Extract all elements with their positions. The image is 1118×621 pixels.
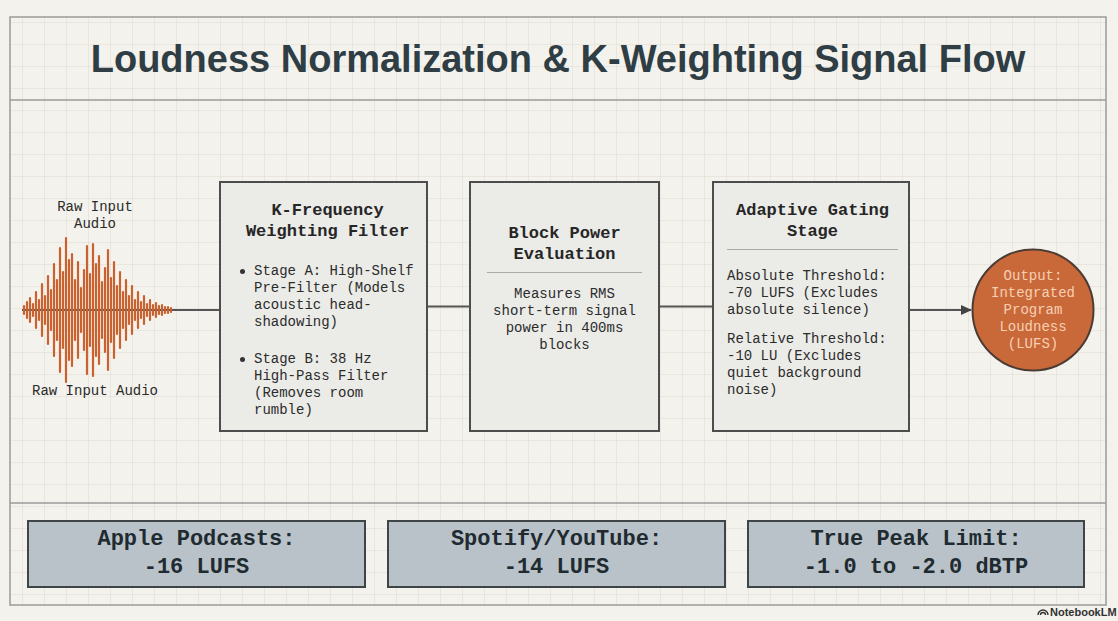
- input-label: Raw Input Audio: [45, 199, 145, 233]
- flow-connector: [910, 309, 971, 311]
- box-heading: Adaptive Gating Stage: [727, 200, 898, 250]
- box-body: Measures RMS short-term signal power in …: [487, 286, 642, 354]
- frame: [10, 17, 1106, 605]
- target-box: Apple Podcasts:-16 LUFS: [27, 520, 366, 588]
- target-text: Apple Podcasts:: [97, 526, 295, 554]
- diagram-title: Loudness Normalization & K-Weighting Sig…: [10, 35, 1106, 83]
- box-body: Relative Threshold: -10 LU (Excludes qui…: [727, 331, 898, 399]
- target-text: True Peak Limit:: [810, 526, 1021, 554]
- target-text: -14 LUFS: [504, 554, 610, 582]
- divider-line: [10, 502, 1106, 504]
- waveform: [24, 238, 171, 382]
- box-body: Absolute Threshold: -70 LUFS (Excludes a…: [727, 268, 898, 319]
- box-heading: Block Power Evaluation: [487, 223, 642, 273]
- watermark-icon: [1038, 610, 1048, 615]
- bullet-dot: [240, 269, 245, 274]
- box-heading: K-Frequency Weighting Filter: [235, 200, 420, 242]
- process-box: Block Power EvaluationMeasures RMS short…: [469, 181, 660, 432]
- flow-connector: [428, 306, 469, 308]
- circle-shape: [973, 250, 1094, 371]
- circle-text: Output: Integrated Program Loudness (LUF…: [985, 268, 1081, 353]
- process-box: Adaptive Gating StageAbsolute Threshold:…: [712, 181, 910, 432]
- target-text: -1.0 to -2.0 dBTP: [804, 554, 1028, 582]
- bullet-dot: [240, 357, 245, 362]
- input-label: Raw Input Audio: [25, 383, 165, 400]
- watermark: NotebookLM: [1050, 606, 1116, 619]
- bullet-text: Stage B: 38 Hz High-Pass Filter (Removes…: [254, 351, 388, 418]
- bullet-item: Stage A: High-Shelf Pre-Filter (Models a…: [235, 263, 420, 331]
- bullet-item: Stage B: 38 Hz High-Pass Filter (Removes…: [235, 351, 420, 419]
- target-box: True Peak Limit:-1.0 to -2.0 dBTP: [747, 520, 1085, 588]
- divider-line: [10, 99, 1106, 101]
- target-text: -16 LUFS: [144, 554, 250, 582]
- output-circle: Output: Integrated Program Loudness (LUF…: [971, 248, 1095, 372]
- filter-box: K-Frequency Weighting FilterStage A: Hig…: [219, 181, 428, 432]
- flow-connector: [660, 306, 712, 308]
- bullet-text: Stage A: High-Shelf Pre-Filter (Models a…: [254, 263, 414, 330]
- target-box: Spotify/YouTube:-14 LUFS: [387, 520, 726, 588]
- target-text: Spotify/YouTube:: [451, 526, 662, 554]
